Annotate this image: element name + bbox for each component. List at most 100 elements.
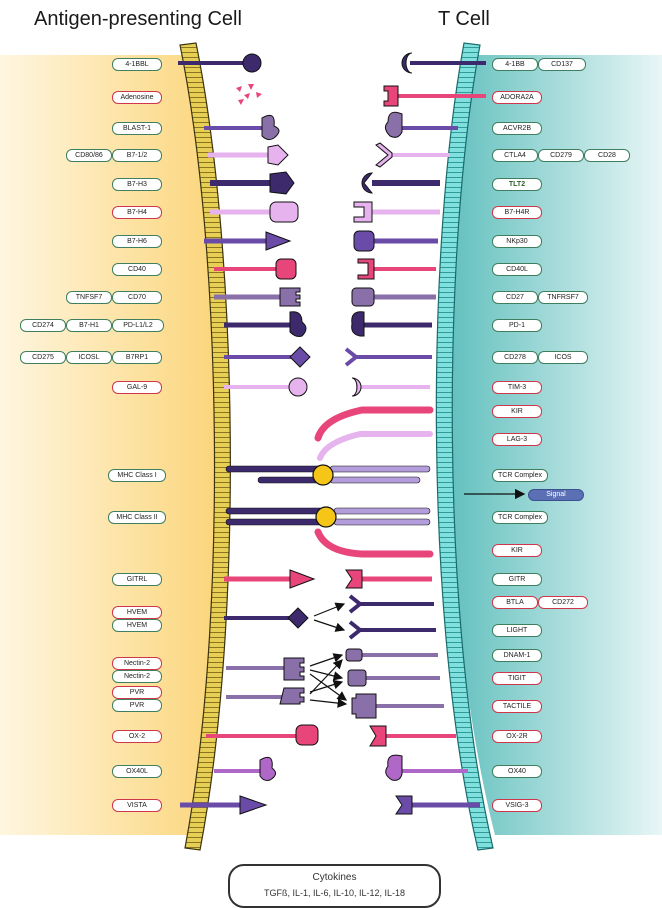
label-lag-3: LAG-3	[492, 433, 542, 446]
label-tlt2: TLT2	[492, 178, 542, 191]
label-pvr-green: PVR	[112, 699, 162, 712]
ligand-pvr	[226, 688, 304, 704]
mhc-class-2-complex	[226, 507, 430, 527]
receptor-nkp30	[354, 231, 438, 251]
label-pd-l1-l2: PD-L1/L2	[112, 319, 164, 332]
label-cd40l: CD40L	[492, 263, 542, 276]
receptor-btla	[350, 596, 434, 612]
receptor-cd27	[352, 288, 436, 306]
label-tnfrsf7: TNFRSF7	[538, 291, 588, 304]
label-pvr-red: PVR	[112, 686, 162, 699]
label-ctla4: CTLA4	[492, 149, 538, 162]
label-kir-1: KIR	[492, 405, 542, 418]
ligand-cd70	[214, 288, 300, 306]
label-4-1bb: 4-1BB	[492, 58, 538, 71]
label-mhc-class-2: MHC Class II	[108, 511, 166, 524]
label-dnam-1: DNAM-1	[492, 649, 542, 662]
ligand-blast-1	[204, 115, 279, 139]
label-cd137: CD137	[538, 58, 586, 71]
label-gitrl: GITRL	[112, 573, 162, 586]
label-kir-2: KIR	[492, 544, 542, 557]
apc-title: Antigen-presenting Cell	[34, 8, 242, 31]
receptor-tlt2	[362, 173, 440, 193]
label-hvem-red: HVEM	[112, 606, 162, 619]
label-tcr-complex-2: TCR Complex	[492, 511, 548, 524]
apc-cytoplasm	[0, 55, 219, 835]
ligand-ox-2	[206, 725, 318, 745]
ligand-adenosine	[236, 84, 262, 105]
label-blast-1: BLAST-1	[112, 122, 162, 135]
label-b7-1-2: B7-1/2	[112, 149, 162, 162]
ligand-hvem	[224, 608, 308, 628]
hvem-to-light-arrow	[314, 620, 344, 630]
label-adora2a: ADORA2A	[492, 91, 542, 104]
label-mhc-class-1: MHC Class I	[108, 469, 166, 482]
receptor-ox40	[386, 755, 468, 780]
receptor-tactile	[352, 694, 444, 718]
receptor-dnam-1	[346, 649, 438, 661]
receptor-ctla4-cd28	[376, 143, 450, 167]
label-ox40l: OX40L	[112, 765, 162, 778]
label-cd278: CD278	[492, 351, 538, 364]
label-b7-h3: B7-H3	[112, 178, 162, 191]
label-tcr-complex-1: TCR Complex	[492, 469, 548, 482]
hvem-to-btla-arrow	[314, 604, 344, 616]
mhc-class-1-complex	[226, 465, 430, 485]
ligand-ox40l	[214, 757, 276, 780]
label-acvr2b: ACVR2B	[492, 122, 542, 135]
label-nectin-2-green: Nectin-2	[112, 670, 162, 683]
receptor-gitr	[346, 570, 432, 588]
receptor-tigit	[348, 670, 440, 686]
receptor-pd-1	[352, 312, 432, 336]
receptor-b7-h4r	[354, 202, 440, 222]
label-tim-3: TIM-3	[492, 381, 542, 394]
cytokines-list: TGFß, IL-1, IL-6, IL-10, IL-12, IL-18	[230, 888, 439, 898]
ligand-b7-h3	[210, 172, 294, 194]
tcell-cytoplasm	[444, 55, 662, 835]
ligand-pd-l1-l2	[224, 312, 306, 337]
ligand-b7-h4	[210, 202, 298, 222]
receptor-icos	[346, 349, 432, 365]
label-cd275: CD275	[20, 351, 66, 364]
label-tactile: TACTILE	[492, 700, 542, 713]
ligand-gitrl	[224, 570, 314, 588]
label-gal-9: GAL-9	[112, 381, 162, 394]
label-vsig-3: VSIG-3	[492, 799, 542, 812]
ligand-cd40	[214, 259, 296, 279]
cytokines-box: Cytokines TGFß, IL-1, IL-6, IL-10, IL-12…	[228, 864, 441, 908]
label-nkp30: NKp30	[492, 235, 542, 248]
receptor-kir-2	[318, 532, 430, 554]
receptor-ox-2r	[370, 726, 456, 746]
label-b7-h6: B7-H6	[112, 235, 162, 248]
label-btla: BTLA	[492, 596, 538, 609]
label-light: LIGHT	[492, 624, 542, 637]
label-hvem-green: HVEM	[112, 619, 162, 632]
label-icos: ICOS	[538, 351, 588, 364]
cytokines-title: Cytokines	[230, 872, 439, 883]
label-pd-1: PD-1	[492, 319, 542, 332]
label-4-1bbl: 4-1BBL	[112, 58, 162, 71]
ligand-icosl	[224, 347, 310, 367]
ligand-gal-9	[224, 378, 307, 396]
ligand-b7-1-2	[208, 145, 288, 165]
receptor-acvr2b	[385, 112, 458, 137]
label-cd28: CD28	[584, 149, 630, 162]
receptor-cd40l	[358, 259, 436, 279]
label-nectin-2-red: Nectin-2	[112, 657, 162, 670]
label-ox-2r: OX-2R	[492, 730, 542, 743]
label-ox-2: OX-2	[112, 730, 162, 743]
label-b7-h1: B7-H1	[66, 319, 112, 332]
receptor-light	[350, 622, 436, 638]
label-gitr: GITR	[492, 573, 542, 586]
label-tigit: TIGIT	[492, 672, 542, 685]
label-tnfsf7: TNFSF7	[66, 291, 112, 304]
label-ox40: OX40	[492, 765, 542, 778]
label-b7-h4r: B7-H4R	[492, 206, 542, 219]
label-cd272: CD272	[538, 596, 588, 609]
label-cd80-86: CD80/86	[66, 149, 112, 162]
label-b7rp1: B7RP1	[112, 351, 162, 364]
receptor-lag-3	[320, 434, 430, 458]
label-cd40: CD40	[112, 263, 162, 276]
label-adenosine: Adenosine	[112, 91, 162, 104]
